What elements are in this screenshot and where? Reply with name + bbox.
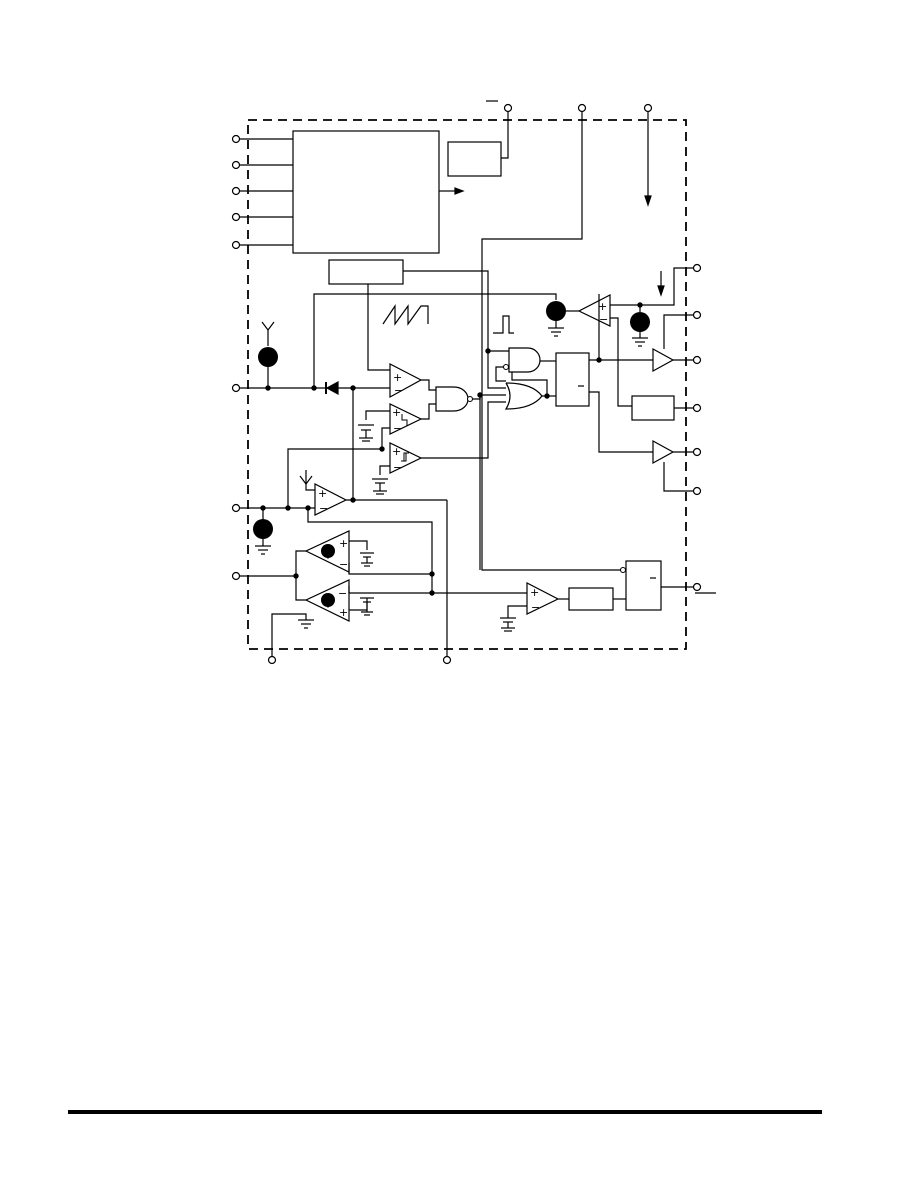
svg-text:−: − (338, 587, 347, 600)
flip-flop (555, 352, 590, 407)
control-logic-block (292, 130, 440, 254)
svg-text:−: − (339, 558, 348, 571)
output-control-amp: + − (546, 267, 693, 407)
output-driver-b (652, 439, 675, 465)
reference-block (447, 141, 502, 177)
ground-pin (267, 613, 314, 665)
svg-text:−: − (393, 422, 402, 435)
and-gate (508, 347, 541, 373)
svg-text:−: − (319, 502, 328, 515)
oscillator-block (328, 259, 404, 285)
svg-text:+: + (530, 586, 539, 599)
fault-delay-block (568, 587, 614, 611)
sawtooth-icon (382, 304, 429, 326)
right-output-pins (589, 263, 702, 496)
svg-text:−: − (531, 601, 540, 614)
error-amp-2 (304, 579, 350, 622)
or-gate (504, 382, 543, 410)
svg-text:+: + (339, 537, 348, 550)
svg-text:−: − (394, 384, 403, 397)
svg-text:+: + (392, 445, 401, 458)
timing-input (231, 293, 557, 500)
pwm-comparator: + − (389, 363, 436, 399)
error-amp-1 (304, 530, 350, 573)
output-driver-a (652, 347, 675, 373)
svg-text:+: + (339, 606, 348, 619)
top-pins (447, 100, 653, 571)
svg-text:+: + (598, 300, 607, 313)
oscillator-section (328, 259, 514, 389)
nand-gate (435, 386, 506, 412)
fault-section: + − (500, 560, 716, 632)
softstart-section: + − (231, 470, 452, 665)
svg-text:−: − (599, 313, 608, 326)
svg-text:+: + (318, 487, 327, 500)
left-input-pins (231, 130, 465, 254)
fault-comparator (526, 582, 560, 615)
svg-text:−: − (393, 461, 402, 474)
svg-text:+: + (393, 371, 402, 384)
output-logic (479, 347, 590, 570)
softstart-comparator (314, 483, 348, 516)
deadtime-comparator: + − (358, 403, 436, 449)
schmitt-comparator: + − (287, 401, 506, 508)
svg-text:+: + (392, 406, 401, 419)
chip-boundary (247, 119, 687, 650)
output-buffer (631, 395, 675, 421)
pulse-icon (493, 315, 514, 334)
error-amplifiers: + − − + (231, 530, 527, 622)
footer-rule (68, 1110, 822, 1114)
fault-latch (625, 560, 662, 611)
